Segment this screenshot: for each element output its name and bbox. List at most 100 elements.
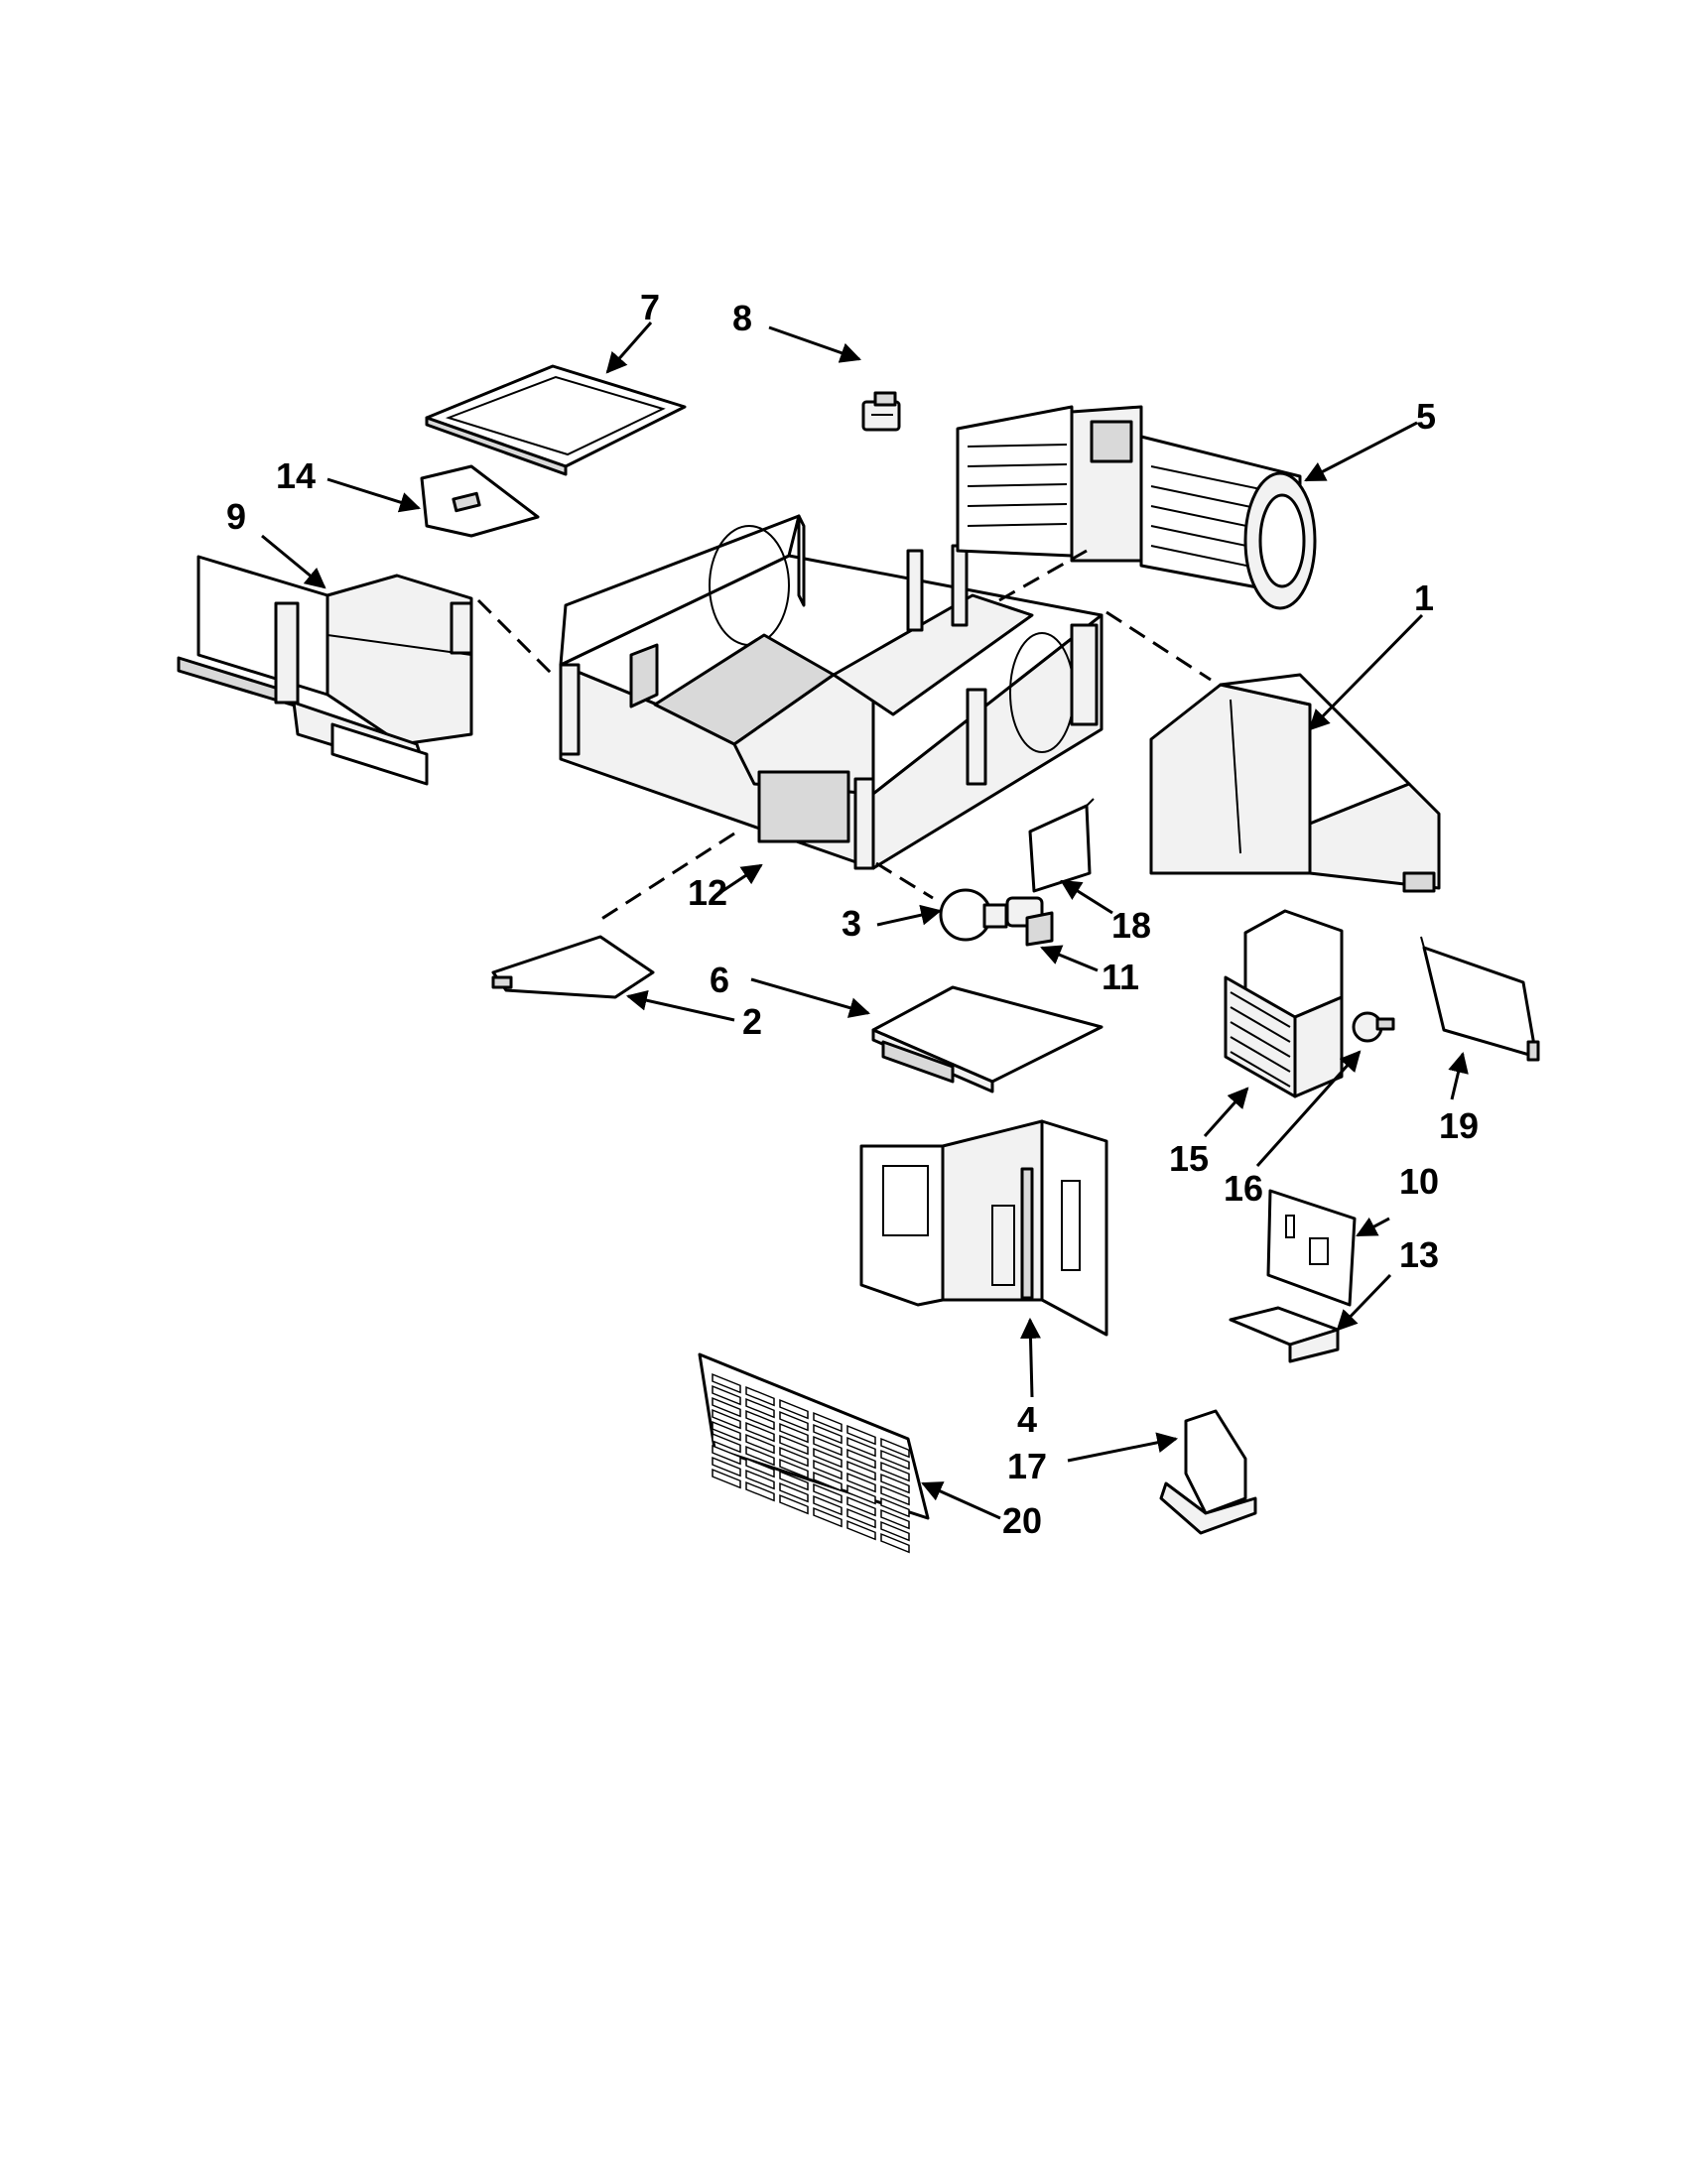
part-17-boot (1159, 1409, 1257, 1535)
grille-slot (880, 1449, 910, 1471)
callout-2: 2 (742, 1001, 762, 1042)
callout-19: 19 (1439, 1105, 1479, 1146)
callout-9: 9 (226, 496, 246, 537)
grille-slot (712, 1372, 741, 1394)
callout-1: 1 (1414, 578, 1434, 618)
grille-slot (779, 1410, 809, 1432)
grille-slot (880, 1437, 910, 1459)
grille-slot (813, 1423, 843, 1445)
grille-slot (779, 1470, 809, 1491)
grille-slot (880, 1532, 910, 1554)
callout-20: 20 (1002, 1500, 1042, 1541)
part-3-lamp (939, 888, 1008, 942)
grille-slot (846, 1448, 876, 1470)
grille-slot (880, 1520, 910, 1542)
callout-16: 16 (1224, 1168, 1263, 1209)
callout-7: 7 (640, 287, 660, 327)
part-10-label (1266, 1189, 1357, 1307)
part-8-switch (861, 391, 901, 432)
part-7-filter (425, 364, 687, 476)
callout-3: 3 (842, 903, 861, 944)
part-18-plate (1028, 798, 1095, 893)
grille-slot (779, 1481, 809, 1503)
callout-12: 12 (688, 872, 727, 913)
callout-13: 13 (1399, 1234, 1439, 1275)
part-11-socket (1005, 896, 1054, 947)
grille-slot (745, 1469, 775, 1490)
part-2-cover (491, 935, 655, 999)
grille-slot (745, 1385, 775, 1407)
grille-slot (813, 1471, 843, 1492)
grille-slot (813, 1411, 843, 1433)
grille-slot (813, 1459, 843, 1480)
grille-slot (745, 1433, 775, 1455)
grille-slot (846, 1472, 876, 1493)
part-9-left-duct (177, 555, 473, 786)
grille-slot (880, 1496, 910, 1518)
grille-slot (779, 1458, 809, 1479)
callout-18: 18 (1111, 905, 1151, 946)
grille-slot (712, 1432, 741, 1454)
grille-slot (745, 1480, 775, 1502)
callout-11: 11 (1102, 957, 1139, 997)
callout-8: 8 (732, 298, 752, 338)
grille-slot (846, 1483, 876, 1505)
grille-slot (779, 1434, 809, 1456)
grille-slot (813, 1482, 843, 1504)
grille-slot (779, 1493, 809, 1515)
part-15-transformer (1224, 909, 1344, 1098)
grille-slot (813, 1435, 843, 1457)
part-13-bracket (1229, 1306, 1340, 1363)
callout-15: 15 (1169, 1138, 1209, 1179)
part-4-panel (859, 1119, 1108, 1337)
grille-slot (846, 1424, 876, 1446)
grille-slot (846, 1436, 876, 1458)
part-14-plate (420, 464, 540, 538)
callout-labels: 1 2 3 4 5 6 7 8 9 10 11 12 13 14 15 16 1… (226, 287, 1479, 1541)
grille-slot (745, 1445, 775, 1467)
grille-slot (745, 1421, 775, 1443)
grille-slot (779, 1422, 809, 1444)
blower-left-grille (967, 444, 1068, 527)
callout-5: 5 (1416, 396, 1436, 437)
grille-slot (813, 1506, 843, 1528)
part-1-duct (1149, 673, 1441, 893)
grille-slot (712, 1420, 741, 1442)
grille-slot (846, 1460, 876, 1481)
grille-slot (846, 1507, 876, 1529)
grille-slot (880, 1508, 910, 1530)
grille-slot (712, 1384, 741, 1406)
explosion-lines (476, 549, 1212, 925)
callout-10: 10 (1399, 1161, 1439, 1202)
grille-slot (880, 1484, 910, 1506)
grille-slot (712, 1456, 741, 1477)
grille-slots (712, 1372, 910, 1554)
grille-slot (813, 1447, 843, 1469)
grille-slot (712, 1396, 741, 1418)
part-20-grille (698, 1352, 930, 1554)
grille-slot (813, 1494, 843, 1516)
grille-slot (779, 1398, 809, 1420)
grille-slot (745, 1397, 775, 1419)
grille-slot (712, 1408, 741, 1430)
grille-slot (745, 1457, 775, 1478)
grille-slot (880, 1473, 910, 1494)
part-19-bracket (1420, 936, 1540, 1062)
leader-arrows (261, 321, 1469, 1520)
grille-slot (880, 1461, 910, 1482)
callout-17: 17 (1007, 1446, 1047, 1486)
grille-slot (779, 1446, 809, 1468)
callout-6: 6 (710, 960, 729, 1000)
part-12-base (559, 514, 1104, 870)
callout-14: 14 (276, 455, 316, 496)
grille-slot (745, 1409, 775, 1431)
callout-4: 4 (1017, 1399, 1037, 1440)
grille-slot (846, 1495, 876, 1517)
part-16-thermostat (1352, 1011, 1395, 1043)
grille-slot (846, 1519, 876, 1541)
grille-slot (712, 1444, 741, 1466)
part-6-tray (871, 985, 1104, 1093)
grille-slot (712, 1468, 741, 1489)
part-5-blower (956, 405, 1317, 610)
